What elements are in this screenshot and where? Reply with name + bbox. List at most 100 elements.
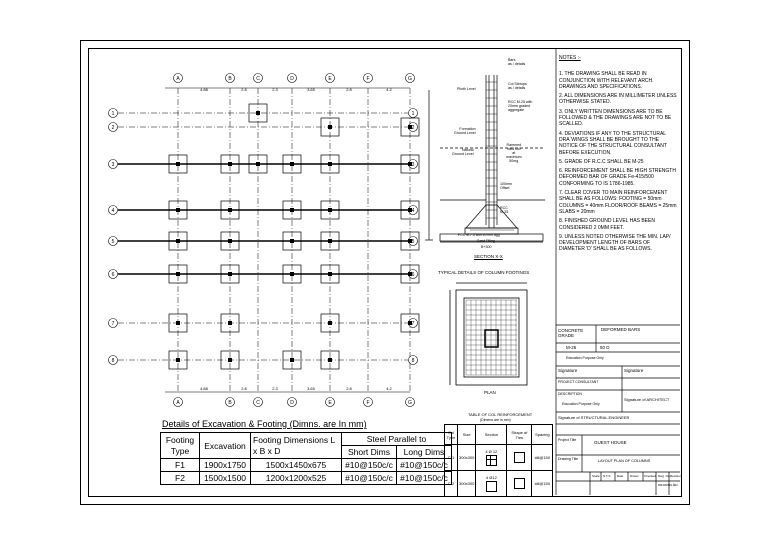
footing-cell: 1500x1450x675 bbox=[250, 458, 342, 472]
grid-label-bottom: C bbox=[256, 400, 260, 406]
column-marker bbox=[176, 358, 180, 362]
grid-label-top: C bbox=[256, 76, 260, 82]
col-table-cell: #8@150 bbox=[531, 470, 554, 497]
drawing-no-value: DRAWING NO. bbox=[658, 483, 679, 487]
col-table-ties-cell bbox=[506, 470, 533, 497]
scale-value: N.T.S bbox=[603, 474, 611, 478]
column-marker bbox=[228, 321, 232, 325]
grade-value: M-25 bbox=[566, 345, 577, 350]
grid-bubble-right bbox=[408, 108, 418, 118]
footing-outline bbox=[320, 154, 340, 174]
column-marker bbox=[328, 208, 332, 212]
column-marker bbox=[256, 162, 260, 166]
col-table-header: Size bbox=[456, 424, 477, 445]
footing-outline bbox=[168, 313, 188, 333]
footing-cell: #10@150c/c bbox=[341, 471, 397, 485]
section-label-rcc-m25: RCC M-25 bbox=[500, 206, 509, 214]
footing-cell: F1 bbox=[160, 458, 200, 472]
footing-outline bbox=[168, 231, 188, 251]
column-marker bbox=[290, 239, 294, 243]
footing-outline bbox=[400, 200, 420, 220]
footing-outline bbox=[168, 154, 188, 174]
grid-label-left: 1 bbox=[112, 111, 115, 117]
steel-header: Steel Parallel to bbox=[341, 432, 452, 446]
note-item: 7. CLEAR COVER TO MAIN REINFORCEMENT SHA… bbox=[559, 190, 677, 215]
grid-label-right: 1 bbox=[412, 111, 415, 117]
education-note-2: Education Purpose Only bbox=[562, 402, 600, 406]
tie-shape-icon bbox=[513, 478, 525, 489]
footing-outline bbox=[400, 313, 420, 333]
footing-outline bbox=[400, 231, 420, 251]
column-marker bbox=[176, 272, 180, 276]
grid-label-left: 8 bbox=[112, 358, 115, 364]
grid-label-left: 4 bbox=[112, 208, 115, 214]
section-label-rammed: Rammed hard soil at maximum 50mg bbox=[506, 143, 522, 163]
grid-label-left: 7 bbox=[112, 321, 115, 327]
column-marker bbox=[228, 358, 232, 362]
section-caption: SECTION X-X bbox=[474, 254, 503, 259]
column-marker bbox=[176, 321, 180, 325]
note-item: 1. THE DRAWING SHALL BE READ IN CONJUNCT… bbox=[559, 71, 654, 90]
grid-label-bottom: E bbox=[328, 400, 332, 406]
footing-outline bbox=[400, 117, 420, 137]
note-item: 6. REINFORCEMENT SHALL BE HIGH STRENGTH … bbox=[559, 168, 676, 187]
col-table-header: Spacing bbox=[531, 424, 554, 445]
section-label-rcc: RCC M-25 with 20mm graded aggregate bbox=[508, 100, 533, 112]
dimension-text-bottom: 2.8 bbox=[346, 386, 352, 391]
concrete-grade-label: CONCRETE GRADE bbox=[558, 328, 584, 338]
footing-outline bbox=[220, 350, 240, 370]
footing-plan-caption: PLAN bbox=[484, 390, 496, 395]
column-reinforcement-table: Col Type Size Section Shape of Ties Spac… bbox=[444, 424, 554, 497]
grid-bubble-left bbox=[108, 205, 118, 215]
section-label-offset: 100mm Offset bbox=[500, 182, 512, 190]
grid-label-bottom: G bbox=[408, 400, 412, 406]
grid-bubble-left bbox=[108, 122, 118, 132]
footing-outline bbox=[168, 264, 188, 284]
footing-cell: 1900x1750 bbox=[199, 458, 251, 472]
drawing-inner-border bbox=[88, 48, 682, 497]
column-marker bbox=[328, 358, 332, 362]
col-table-cell: 300x300 bbox=[456, 444, 477, 471]
dimension-text-bottom: 3.65 bbox=[307, 386, 316, 391]
grid-bubble-top bbox=[173, 73, 183, 83]
note-item: 3. ONLY WRITTEN DIMENSIONS ARE TO BE FOL… bbox=[559, 108, 672, 128]
column-marker bbox=[290, 358, 294, 362]
footing-outline bbox=[320, 350, 340, 370]
section-label-sand: Sand Filling bbox=[477, 239, 495, 243]
drawing-sheet-border bbox=[80, 40, 690, 505]
column-marker bbox=[256, 111, 260, 115]
grid-bubble-left bbox=[108, 159, 118, 169]
note-item: 9. UNLESS NOTED OTHERWISE THE MIN. LAP/ … bbox=[559, 233, 671, 253]
column-marker bbox=[290, 208, 294, 212]
footing-outline bbox=[220, 154, 240, 174]
note-item: 5. GRADE OF R.C.C SHALL BE M-25 bbox=[559, 158, 644, 165]
section-label-stirrups: Col Stirrups as / details bbox=[508, 82, 527, 90]
grid-bubble-bottom bbox=[325, 397, 335, 407]
signature-label-1: Signature bbox=[558, 368, 578, 373]
column-marker bbox=[408, 208, 412, 212]
dimension-text-bottom: 4.2 bbox=[386, 386, 392, 391]
drawing-title-value: LAYOUT PLAN OF COLUMNS bbox=[598, 459, 651, 463]
grid-label-left: 3 bbox=[112, 162, 115, 168]
footing-outline bbox=[282, 264, 302, 284]
col-table-bars: 4 Ø 12 bbox=[485, 448, 498, 454]
dimension-text-top: 4.88 bbox=[200, 87, 209, 92]
grid-label-top: A bbox=[176, 76, 180, 82]
footing-cell: F2 bbox=[160, 471, 200, 485]
short-dims-header: Short Dims bbox=[341, 445, 397, 459]
date-label: Date bbox=[617, 474, 624, 478]
grid-bubble-left bbox=[108, 355, 118, 365]
footing-outline bbox=[400, 154, 420, 174]
grid-bubble-bottom bbox=[225, 397, 235, 407]
scale-label: Scale bbox=[592, 474, 600, 478]
footing-outline bbox=[220, 200, 240, 220]
grid-bubble-top bbox=[287, 73, 297, 83]
grid-bubble-bottom bbox=[287, 397, 297, 407]
grid-label-right: 5 bbox=[412, 239, 415, 245]
drawn-label: Drawn bbox=[630, 474, 639, 478]
description-label: DESCRIPTION bbox=[558, 392, 582, 396]
grid-label-right: 3 bbox=[412, 162, 415, 168]
